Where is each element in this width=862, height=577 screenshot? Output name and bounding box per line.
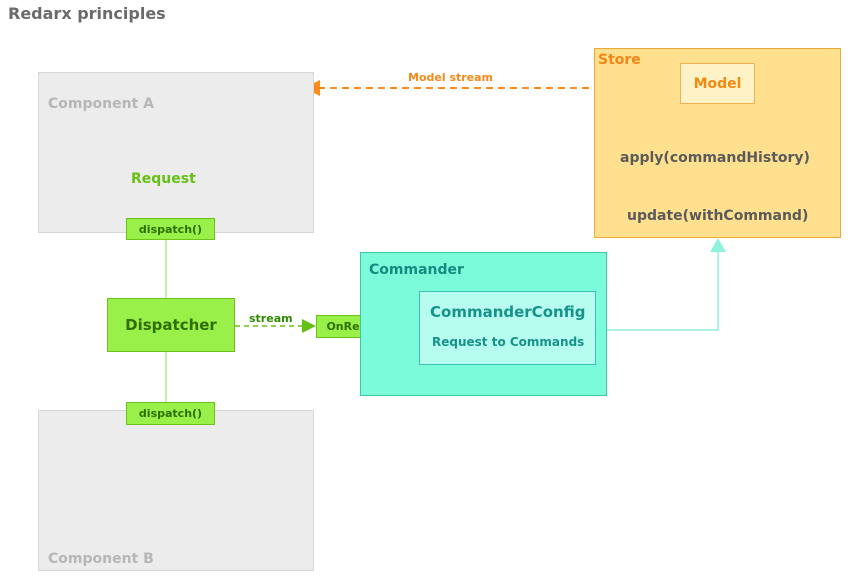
- model-box[interactable]: Model: [680, 63, 755, 104]
- apply-label: apply(commandHistory): [620, 150, 810, 166]
- model-stream-label: Model stream: [408, 71, 494, 84]
- commander-config-title: CommanderConfig: [430, 303, 586, 321]
- stream-arrow-head: [302, 319, 316, 333]
- component-b-label: Component B: [48, 551, 154, 567]
- stream-label: stream: [249, 312, 293, 325]
- dispatch-a-button[interactable]: dispatch(): [126, 218, 215, 240]
- commander-title: Commander: [369, 262, 464, 278]
- update-label: update(withCommand): [627, 208, 809, 224]
- commander-config-box[interactable]: CommanderConfig Request to Commands: [419, 291, 596, 365]
- dispatcher-box[interactable]: Dispatcher: [107, 298, 235, 352]
- request-label: Request: [131, 171, 196, 187]
- diagram-title: Redarx principles: [8, 4, 166, 23]
- component-a-label: Component A: [48, 96, 154, 112]
- store-title: Store: [598, 52, 641, 68]
- config-to-store-head: [710, 238, 726, 252]
- component-b[interactable]: Component B: [38, 410, 314, 571]
- config-to-store-line: [596, 250, 719, 331]
- commander-config-subtitle: Request to Commands: [432, 335, 585, 349]
- dispatch-b-button[interactable]: dispatch(): [126, 402, 215, 425]
- component-a[interactable]: Component A: [38, 72, 314, 233]
